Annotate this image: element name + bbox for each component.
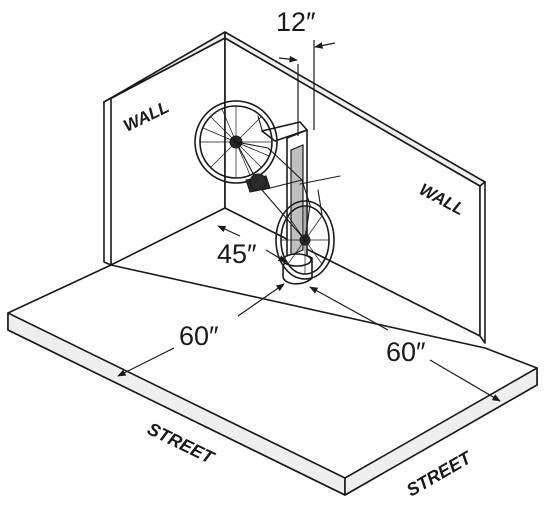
floor-slab — [7, 264, 538, 496]
wall-right — [224, 31, 486, 344]
rear-wheel — [194, 100, 278, 184]
dim-45-label: 45″ — [217, 239, 257, 269]
dim-60-right-label: 60″ — [386, 337, 426, 367]
bicycle — [194, 100, 341, 280]
front-wheel — [275, 200, 335, 280]
dim-street-left: 60″ — [117, 283, 285, 377]
dim-wall-clearance: 45″ — [217, 225, 287, 269]
dim-12-label: 12″ — [276, 7, 316, 37]
wall-left — [103, 31, 226, 266]
dim-60-left-label: 60″ — [179, 321, 219, 351]
dim-rack-depth: 12″ — [276, 7, 336, 136]
dim-street-right: 60″ — [309, 286, 501, 402]
